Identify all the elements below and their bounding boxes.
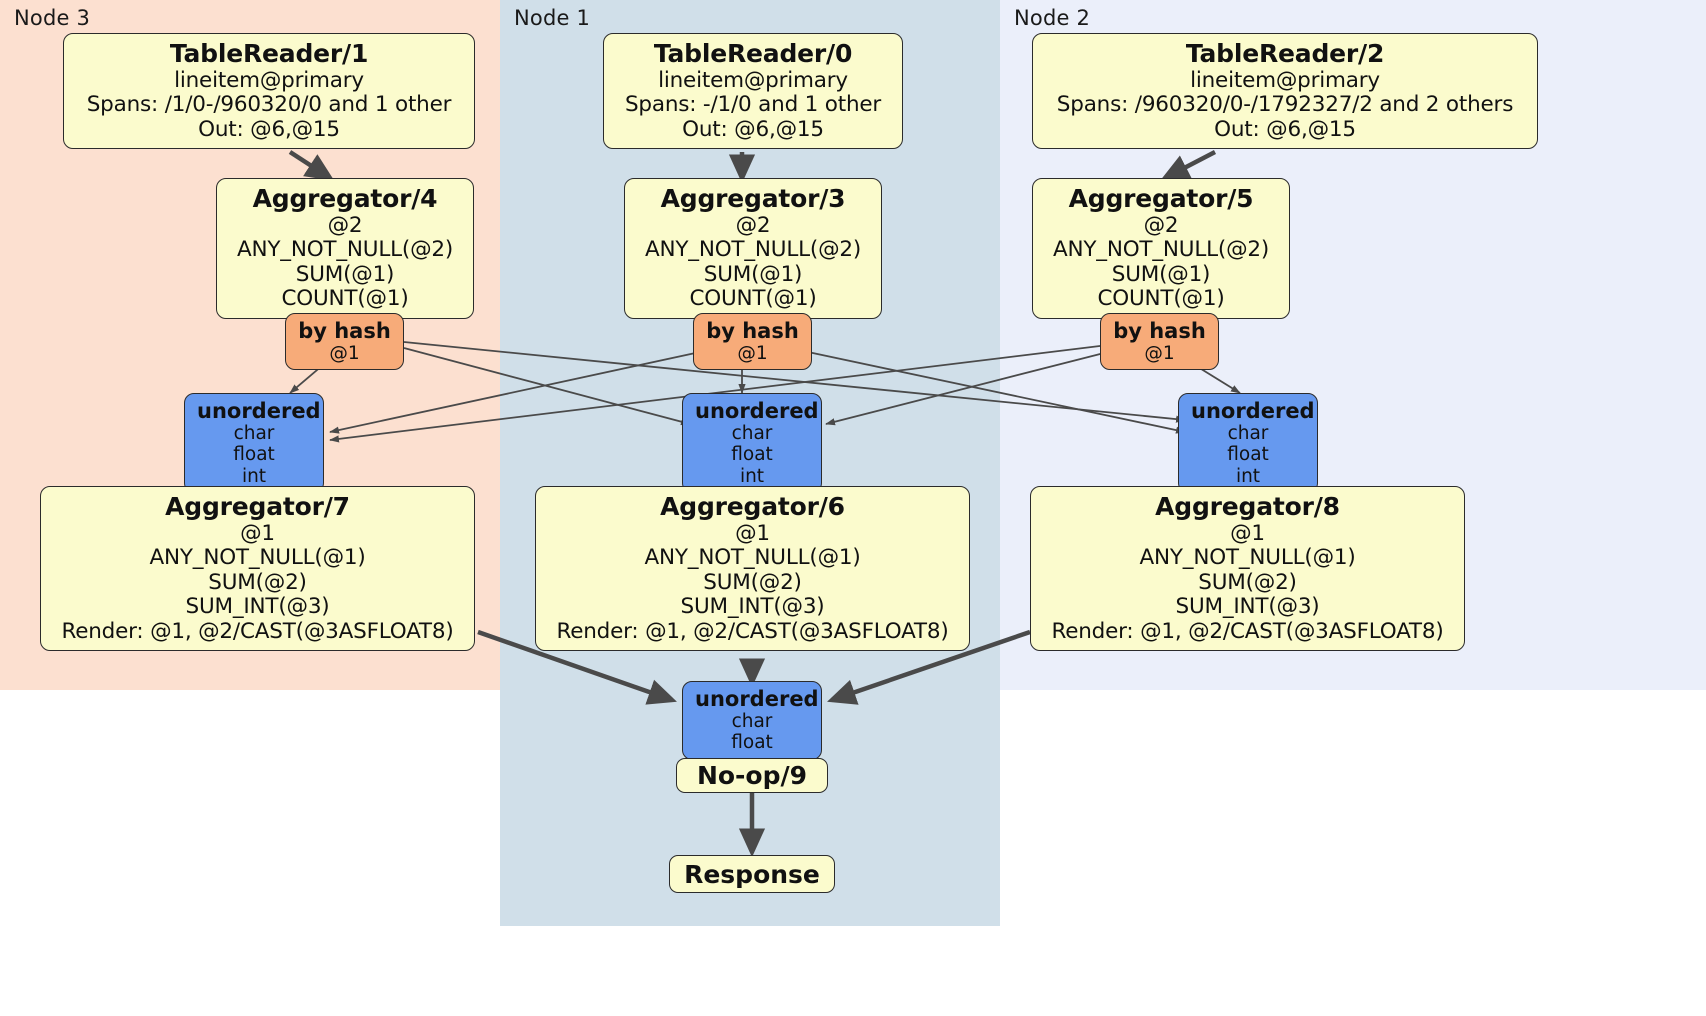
- table-reader-0-spans: Spans: -/1/0 and 1 other: [624, 92, 882, 117]
- aggregator-8-title: Aggregator/8: [1155, 492, 1340, 521]
- aggregator-8-group: @1: [1230, 520, 1265, 546]
- hash-router-node1-column: @1: [737, 343, 768, 365]
- aggregator-3-agg1: ANY_NOT_NULL(@2): [644, 237, 862, 262]
- table-reader-1-spans: Spans: /1/0-/960320/0 and 1 other: [86, 92, 452, 117]
- hash-router-node3-column: @1: [329, 343, 360, 365]
- unordered-stream-node1-type-0: char: [731, 423, 773, 445]
- node-panel-label-node2: Node 2: [1014, 6, 1091, 30]
- aggregator-7-agg3: SUM_INT(@3): [185, 594, 330, 619]
- aggregator-6-agg3: SUM_INT(@3): [680, 594, 825, 619]
- aggregator-7-title: Aggregator/7: [165, 492, 350, 521]
- hash-router-node1-title: by hash: [706, 319, 799, 343]
- aggregator-7-agg1: ANY_NOT_NULL(@1): [149, 545, 366, 570]
- unordered-stream-node2-title: unordered: [1191, 399, 1315, 423]
- aggregator-3-agg2: SUM(@1): [703, 261, 803, 287]
- aggregator-8-agg2: SUM(@2): [1198, 569, 1297, 595]
- table-reader-2-title: TableReader/2: [1185, 39, 1385, 68]
- table-reader-1-box[interactable]: TableReader/1 lineitem@primary Spans: /1…: [63, 33, 475, 149]
- table-reader-2-source: lineitem@primary: [1190, 67, 1380, 93]
- aggregator-4-group: @2: [327, 212, 363, 238]
- aggregator-5-group: @2: [1143, 212, 1179, 238]
- noop-9-title: No-op/9: [696, 761, 808, 790]
- response-title: Response: [684, 859, 820, 889]
- aggregator-5-agg3: COUNT(@1): [1097, 286, 1225, 311]
- hash-router-node3[interactable]: by hash @1: [285, 313, 404, 371]
- aggregator-5-agg1: ANY_NOT_NULL(@2): [1052, 237, 1270, 262]
- hash-router-node2[interactable]: by hash @1: [1100, 313, 1219, 371]
- aggregator-7-box[interactable]: Aggregator/7 @1 ANY_NOT_NULL(@1) SUM(@2)…: [40, 486, 475, 651]
- aggregator-8-box[interactable]: Aggregator/8 @1 ANY_NOT_NULL(@1) SUM(@2)…: [1030, 486, 1465, 651]
- hash-router-node2-column: @1: [1144, 343, 1175, 365]
- unordered-stream-node1[interactable]: unordered char float int: [682, 393, 822, 493]
- table-reader-2-spans: Spans: /960320/0-/1792327/2 and 2 others: [1056, 92, 1514, 117]
- response-box[interactable]: Response: [669, 855, 835, 893]
- unordered-stream-node1-type-1: float: [731, 444, 773, 466]
- aggregator-3-agg3: COUNT(@1): [689, 286, 817, 311]
- aggregator-7-agg2: SUM(@2): [208, 569, 307, 595]
- unordered-stream-final-type-0: char: [731, 711, 773, 733]
- unordered-stream-node3-type-2: int: [241, 465, 267, 487]
- aggregator-6-box[interactable]: Aggregator/6 @1 ANY_NOT_NULL(@1) SUM(@2)…: [535, 486, 970, 651]
- unordered-stream-node1-title: unordered: [695, 399, 819, 423]
- hash-router-node1[interactable]: by hash @1: [693, 313, 812, 371]
- aggregator-7-group: @1: [240, 520, 275, 546]
- table-reader-0-title: TableReader/0: [653, 39, 853, 68]
- aggregator-3-box[interactable]: Aggregator/3 @2 ANY_NOT_NULL(@2) SUM(@1)…: [624, 178, 882, 319]
- table-reader-0-box[interactable]: TableReader/0 lineitem@primary Spans: -/…: [603, 33, 903, 149]
- aggregator-8-agg3: SUM_INT(@3): [1175, 594, 1320, 619]
- aggregator-5-box[interactable]: Aggregator/5 @2 ANY_NOT_NULL(@2) SUM(@1)…: [1032, 178, 1290, 319]
- unordered-stream-node2[interactable]: unordered char float int: [1178, 393, 1318, 493]
- aggregator-4-agg1: ANY_NOT_NULL(@2): [236, 237, 454, 262]
- table-reader-0-out: Out: @6,@15: [682, 116, 824, 142]
- unordered-stream-node3-type-0: char: [233, 423, 275, 445]
- aggregator-4-title: Aggregator/4: [252, 184, 438, 213]
- unordered-stream-node3[interactable]: unordered char float int: [184, 393, 324, 493]
- unordered-stream-final-title: unordered: [695, 687, 819, 711]
- aggregator-6-agg1: ANY_NOT_NULL(@1): [644, 545, 861, 570]
- hash-router-node2-title: by hash: [1113, 319, 1206, 343]
- unordered-stream-node2-type-1: float: [1227, 444, 1269, 466]
- unordered-stream-node3-type-1: float: [233, 444, 275, 466]
- table-reader-1-source: lineitem@primary: [174, 67, 364, 93]
- aggregator-7-render: Render: @1, @2/CAST(@3ASFLOAT8): [61, 618, 454, 644]
- unordered-stream-node2-type-0: char: [1227, 423, 1269, 445]
- table-reader-1-title: TableReader/1: [169, 39, 369, 68]
- unordered-stream-final[interactable]: unordered char float: [682, 681, 822, 760]
- node-panel-label-node1: Node 1: [514, 6, 591, 30]
- node-panel-label-node3: Node 3: [14, 6, 91, 30]
- aggregator-4-box[interactable]: Aggregator/4 @2 ANY_NOT_NULL(@2) SUM(@1)…: [216, 178, 474, 319]
- aggregator-4-agg2: SUM(@1): [295, 261, 395, 287]
- aggregator-4-agg3: COUNT(@1): [281, 286, 409, 311]
- table-reader-1-out: Out: @6,@15: [198, 116, 340, 142]
- unordered-stream-node3-title: unordered: [197, 399, 321, 423]
- table-reader-2-out: Out: @6,@15: [1214, 116, 1356, 142]
- aggregator-5-agg2: SUM(@1): [1111, 261, 1211, 287]
- aggregator-3-group: @2: [735, 212, 771, 238]
- aggregator-6-agg2: SUM(@2): [703, 569, 802, 595]
- unordered-stream-node1-type-2: int: [739, 465, 765, 487]
- table-reader-0-source: lineitem@primary: [658, 67, 848, 93]
- aggregator-6-title: Aggregator/6: [660, 492, 845, 521]
- table-reader-2-box[interactable]: TableReader/2 lineitem@primary Spans: /9…: [1032, 33, 1538, 149]
- unordered-stream-final-type-1: float: [731, 732, 773, 754]
- aggregator-3-title: Aggregator/3: [660, 184, 846, 213]
- aggregator-6-group: @1: [735, 520, 770, 546]
- unordered-stream-node2-type-2: int: [1235, 465, 1261, 487]
- noop-9-box[interactable]: No-op/9: [676, 758, 828, 793]
- aggregator-6-render: Render: @1, @2/CAST(@3ASFLOAT8): [556, 618, 949, 644]
- aggregator-8-render: Render: @1, @2/CAST(@3ASFLOAT8): [1051, 618, 1444, 644]
- aggregator-8-agg1: ANY_NOT_NULL(@1): [1139, 545, 1356, 570]
- aggregator-5-title: Aggregator/5: [1068, 184, 1254, 213]
- hash-router-node3-title: by hash: [298, 319, 391, 343]
